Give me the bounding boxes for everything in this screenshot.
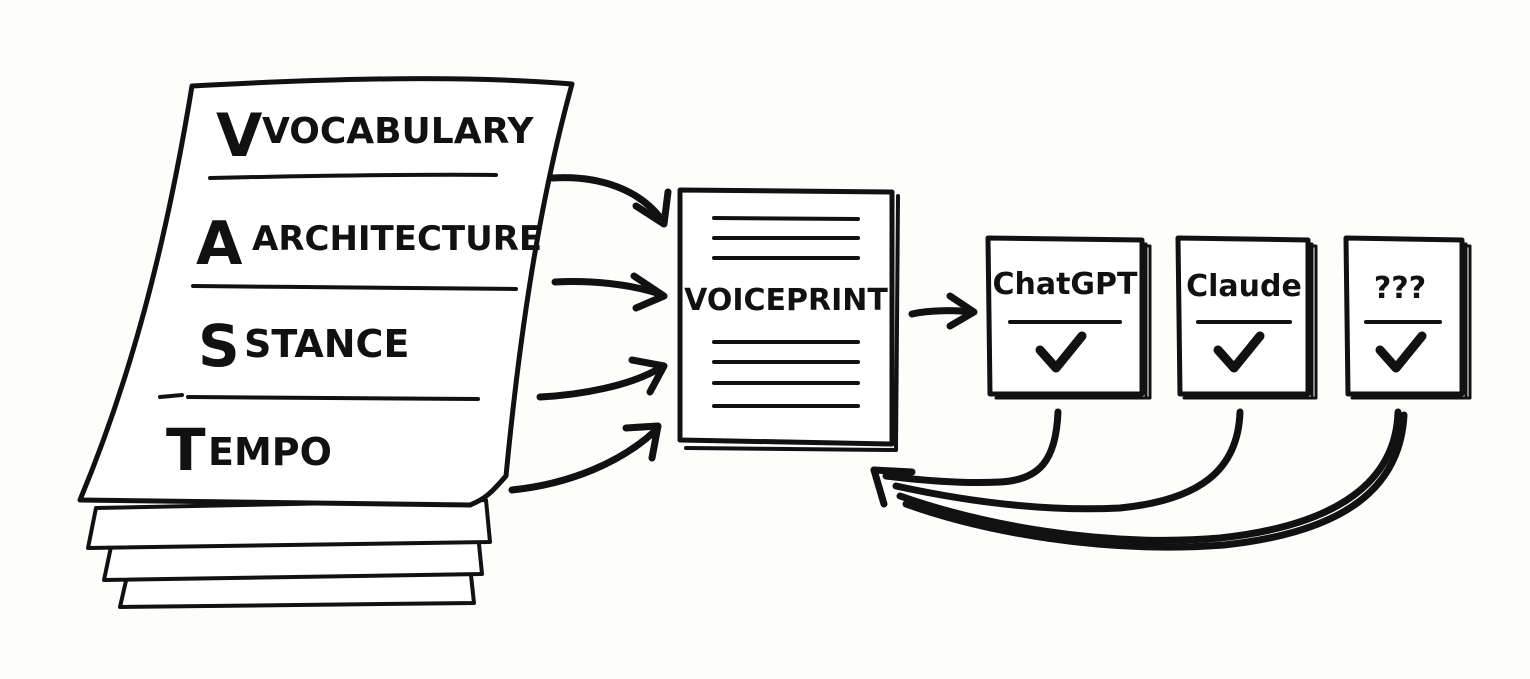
row-initial-a: A xyxy=(196,209,243,279)
input-arrows xyxy=(508,174,672,494)
voiceprint-lines-top xyxy=(712,216,860,260)
target-label-unknown: ??? xyxy=(1374,271,1426,306)
target-card-chatgpt: ChatGPT xyxy=(985,235,1152,400)
row-label-architecture: ARCHITECTURE xyxy=(252,219,542,259)
row-initial-v: V xyxy=(216,101,263,171)
row-tempo: T EMPO xyxy=(166,416,332,484)
row-stance: S STANCE xyxy=(198,312,409,380)
voiceprint-lines-bottom xyxy=(712,340,860,408)
voiceprint-label: VOICEPRINT xyxy=(684,283,888,318)
row-architecture: A ARCHITECTURE xyxy=(196,209,542,279)
row-initial-s: S xyxy=(198,312,240,380)
target-label-claude: Claude xyxy=(1186,269,1302,304)
target-card-unknown: ??? xyxy=(1343,235,1472,400)
feedback-arrows xyxy=(870,408,1408,551)
row-label-vocabulary: VOCABULARY xyxy=(262,111,534,152)
target-card-claude: Claude xyxy=(1175,235,1318,400)
target-label-chatgpt: ChatGPT xyxy=(992,267,1138,302)
check-icon xyxy=(1375,331,1427,373)
voiceprint-card: VOICEPRINT xyxy=(677,187,900,452)
framework-sheet: V VOCABULARY A ARCHITECTURE S STANCE T E… xyxy=(77,76,575,508)
check-icon xyxy=(1213,331,1265,373)
row-initial-t: T xyxy=(166,416,206,484)
row-vocabulary: V VOCABULARY xyxy=(216,101,534,171)
page-stack xyxy=(86,498,492,609)
row-label-stance: STANCE xyxy=(244,322,409,366)
row-label-tempo: EMPO xyxy=(208,430,332,474)
check-icon xyxy=(1035,331,1087,373)
output-arrow xyxy=(908,292,978,330)
